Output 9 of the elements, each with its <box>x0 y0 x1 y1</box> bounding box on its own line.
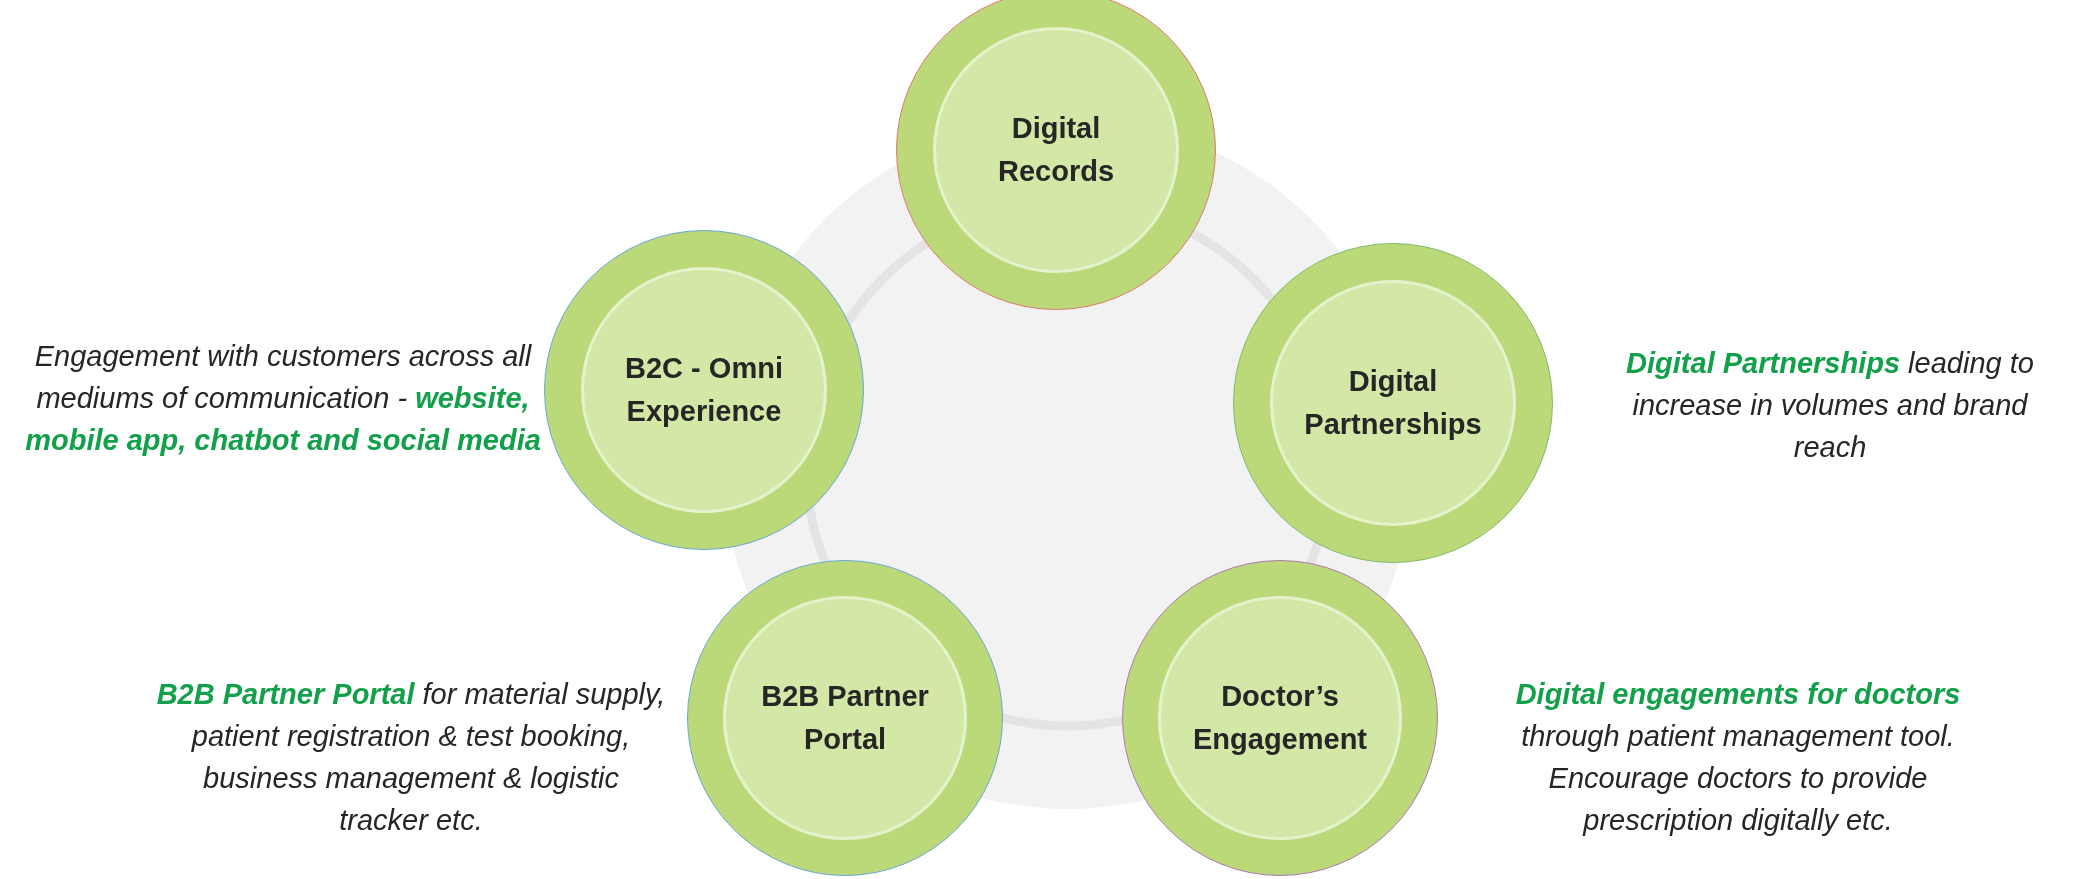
node-label: B2C - Omni Experience <box>624 350 784 429</box>
description-text: Digital engagements for doctors through patient management tool. Encourage doctors to provide prescription digitally etc. <box>1514 676 1962 839</box>
node-label: Doctor’s Engagement <box>1192 678 1368 757</box>
node-label: B2B Partner Portal <box>760 678 930 757</box>
node-label: Digital Partnerships <box>1303 363 1483 442</box>
node-label: Digital Records <box>996 110 1115 189</box>
description-text: Engagement with customers across all mediums of communication - website, mobile app, chatbot and social media <box>24 338 542 458</box>
description-text: Digital Partnerships leading to increase in volumes and brand reach <box>1625 345 2035 465</box>
description-text: B2B Partner Portal for material supply, patient registration & test booking, business management & logistic tracker etc. <box>156 676 666 839</box>
